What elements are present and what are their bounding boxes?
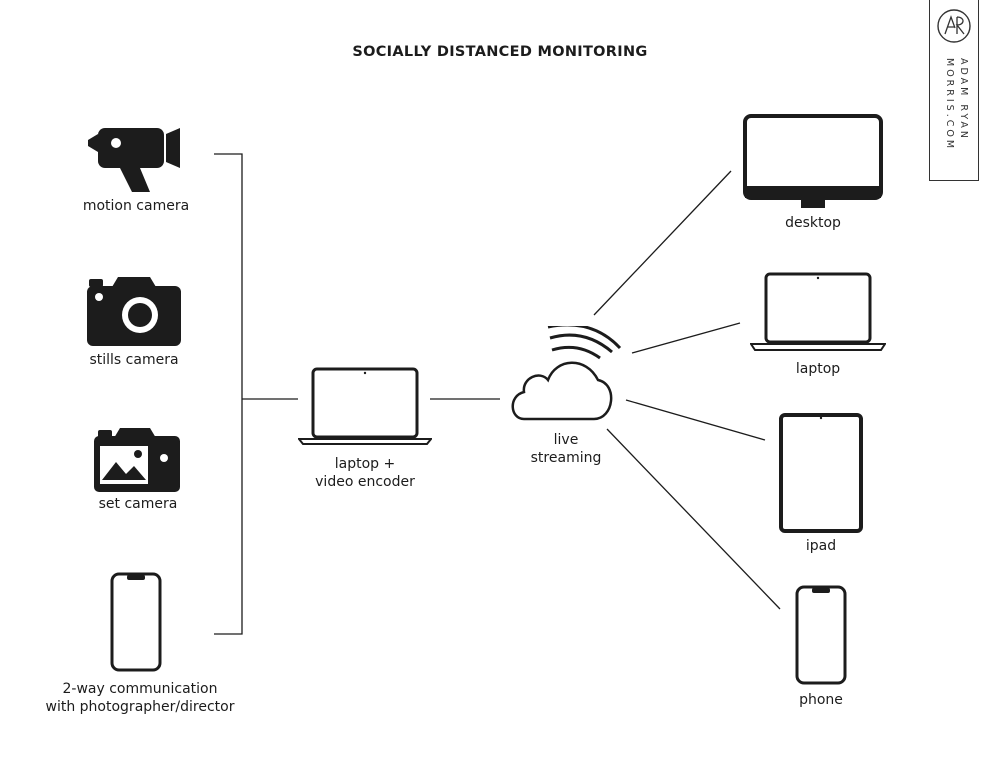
source-label-set-camera: set camera [98,496,178,512]
stream-to-laptop-line [631,322,741,354]
brand-text: ADAM RYAN MORRIS.COM [940,58,970,174]
output-label-phone: phone [799,692,843,708]
bracket-line [214,153,243,635]
source-label-communication-line1: 2-way communication [62,681,218,697]
stream-to-ipad-line [625,399,766,441]
source-label-motion-camera: motion camera [82,198,190,214]
phone-icon [110,572,162,672]
monitor-icon [743,114,883,208]
cloud-wifi-icon [511,326,622,421]
brand-tag: ADAM RYAN MORRIS.COM [929,0,979,181]
stream-to-desktop-line [593,170,732,316]
stream-to-phone-line [606,428,781,610]
stream-label-line1: live [553,432,579,448]
tablet-icon [779,413,863,533]
output-label-desktop: desktop [785,215,841,231]
output-laptop-icon [750,272,886,351]
encoder-label-line1: laptop + [334,456,396,472]
source-label-communication-line2: with photographer/director [45,699,235,715]
output-label-laptop: laptop [795,361,841,377]
encoder-laptop-icon [298,367,432,445]
output-label-ipad: ipad [805,538,837,554]
camera-icon [87,277,181,346]
brand-logo-icon [937,9,971,43]
source-label-stills-camera: stills camera [89,352,179,368]
video-camera-icon [88,128,180,192]
brand-line-1: ADAM RYAN [958,58,969,142]
image-camera-icon [94,428,180,492]
encoder-label: laptop + video encoder [275,455,455,491]
stream-label-line2: streaming [530,450,602,466]
stream-label: live streaming [476,431,656,467]
diagram-title: SOCIALLY DISTANCED MONITORING [352,44,648,60]
output-phone-icon [795,585,847,685]
source-label-communication: 2-way communication with photographer/di… [20,680,260,716]
encoder-label-line2: video encoder [315,474,415,490]
brand-line-2: MORRIS.COM [944,58,955,152]
